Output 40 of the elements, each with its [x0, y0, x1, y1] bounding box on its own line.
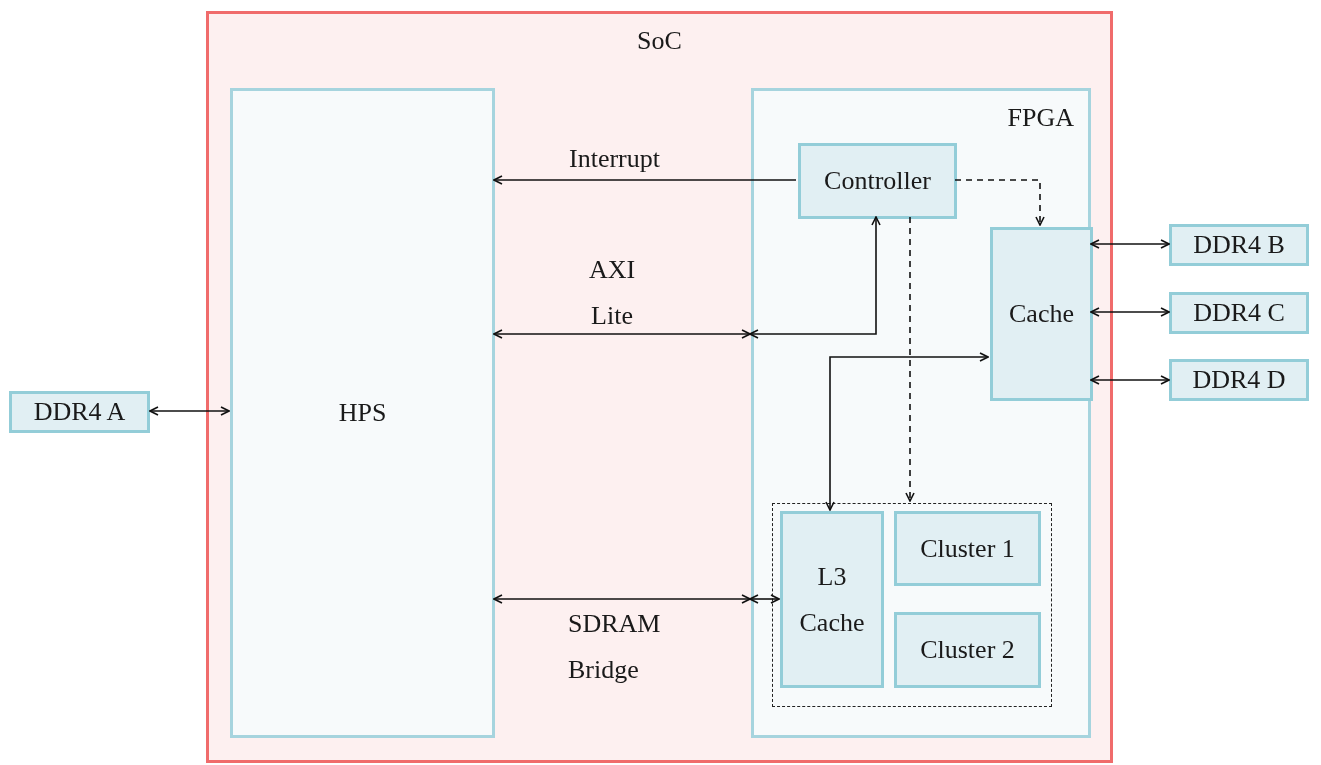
component-block — [798, 143, 957, 219]
component-block — [9, 391, 150, 433]
dashed-arrow — [954, 179, 1045, 226]
edge-label: AXI Lite — [587, 254, 637, 332]
arrow — [749, 594, 780, 604]
block-label: Cache — [1008, 298, 1075, 330]
component-block — [1169, 224, 1309, 266]
block-label: SoC — [637, 26, 682, 56]
block-label: FPGA — [1007, 103, 1074, 133]
arrow — [749, 216, 881, 339]
edge-label: SDRAM Bridge — [568, 608, 662, 686]
component-block — [990, 227, 1093, 401]
block-label: Cluster 2 — [919, 634, 1016, 666]
block-label: DDR4 B — [1192, 229, 1286, 261]
board-container — [206, 11, 1113, 763]
dashed-arrow — [905, 216, 915, 502]
dashed-group-outline — [772, 503, 1052, 707]
arrow — [493, 175, 797, 185]
component-block — [780, 511, 884, 688]
component-block — [894, 612, 1041, 688]
block-label: DDR4 C — [1192, 297, 1286, 329]
component-block — [1169, 292, 1309, 334]
component-block — [894, 511, 1041, 586]
fpga-container — [751, 88, 1091, 738]
arrow — [1090, 375, 1170, 385]
processor-block — [230, 88, 495, 738]
block-label: DDR4 D — [1191, 364, 1287, 396]
block-label: DDR4 A — [32, 396, 127, 428]
arrow — [149, 406, 230, 416]
block-label: Cluster 1 — [919, 532, 1016, 565]
arrow — [493, 594, 751, 604]
arrow — [1090, 239, 1170, 249]
component-block — [1169, 359, 1309, 401]
block-label: HPS — [337, 397, 388, 429]
arrow — [1090, 307, 1170, 317]
edge-label: Interrupt — [569, 143, 661, 175]
block-label: Controller — [823, 165, 932, 197]
block-label: L3 Cache — [798, 560, 866, 639]
arrow — [825, 352, 989, 511]
arrow — [493, 329, 751, 339]
